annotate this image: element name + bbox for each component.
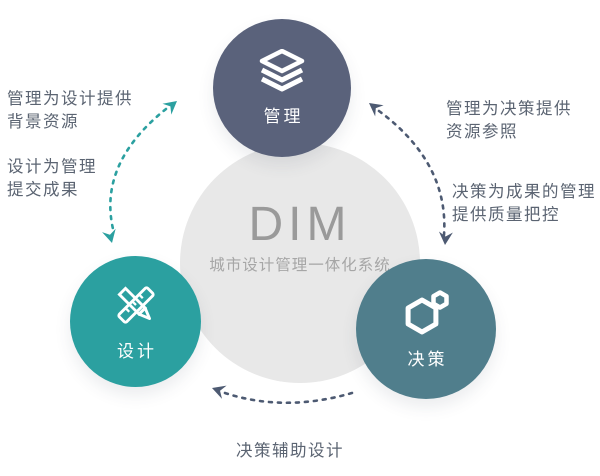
node-label-design: 设计: [117, 341, 157, 361]
annotation-management-to-design: 管理为设计提供 背景资源: [7, 88, 133, 134]
annotation-line: 管理为决策提供: [446, 100, 572, 118]
annotation-design-to-management: 设计为管理 提交成果: [7, 156, 97, 202]
annotation-line: 背景资源: [7, 113, 79, 131]
arrow-management-decision: [369, 103, 453, 245]
node-label-decision: 决策: [407, 350, 448, 369]
annotation-line: 资源参照: [446, 123, 518, 141]
annotation-line: 提交成果: [7, 181, 79, 199]
node-management: 管理: [213, 19, 351, 157]
arrowhead-down-icon: [438, 231, 453, 245]
arrowhead-up-icon: [162, 101, 177, 115]
annotation-line: 设计为管理: [7, 158, 97, 176]
center-subtitle: 城市设计管理一体化系统: [209, 257, 391, 274]
arrow-management-design: [102, 101, 177, 243]
annotation-line: 决策为成果的管理: [452, 183, 596, 201]
annotation-line: 决策辅助设计: [236, 442, 344, 460]
node-design: 设计: [70, 256, 201, 387]
annotation-management-to-decision: 管理为决策提供 资源参照: [446, 98, 572, 144]
layers-icon: [259, 49, 305, 92]
pencil-ruler-icon: [116, 285, 155, 324]
annotation-decision-to-design: 决策辅助设计: [236, 440, 344, 463]
annotation-line: 管理为设计提供: [7, 90, 133, 108]
node-label-management: 管理: [263, 107, 304, 126]
center-title: DIM: [248, 198, 352, 251]
arrow-decision-design: [212, 385, 354, 405]
arrowhead-left-icon: [212, 385, 227, 399]
arrowhead-down-icon: [102, 228, 116, 243]
annotation-decision-to-management: 决策为成果的管理 提供质量把控: [452, 181, 596, 227]
arrowhead-up-icon: [369, 103, 384, 117]
center-hub-circle: DIM 城市设计管理一体化系统: [180, 143, 420, 383]
hexagons-icon: [405, 290, 449, 335]
annotation-line: 提供质量把控: [452, 206, 560, 224]
node-decision: 决策: [356, 259, 496, 399]
